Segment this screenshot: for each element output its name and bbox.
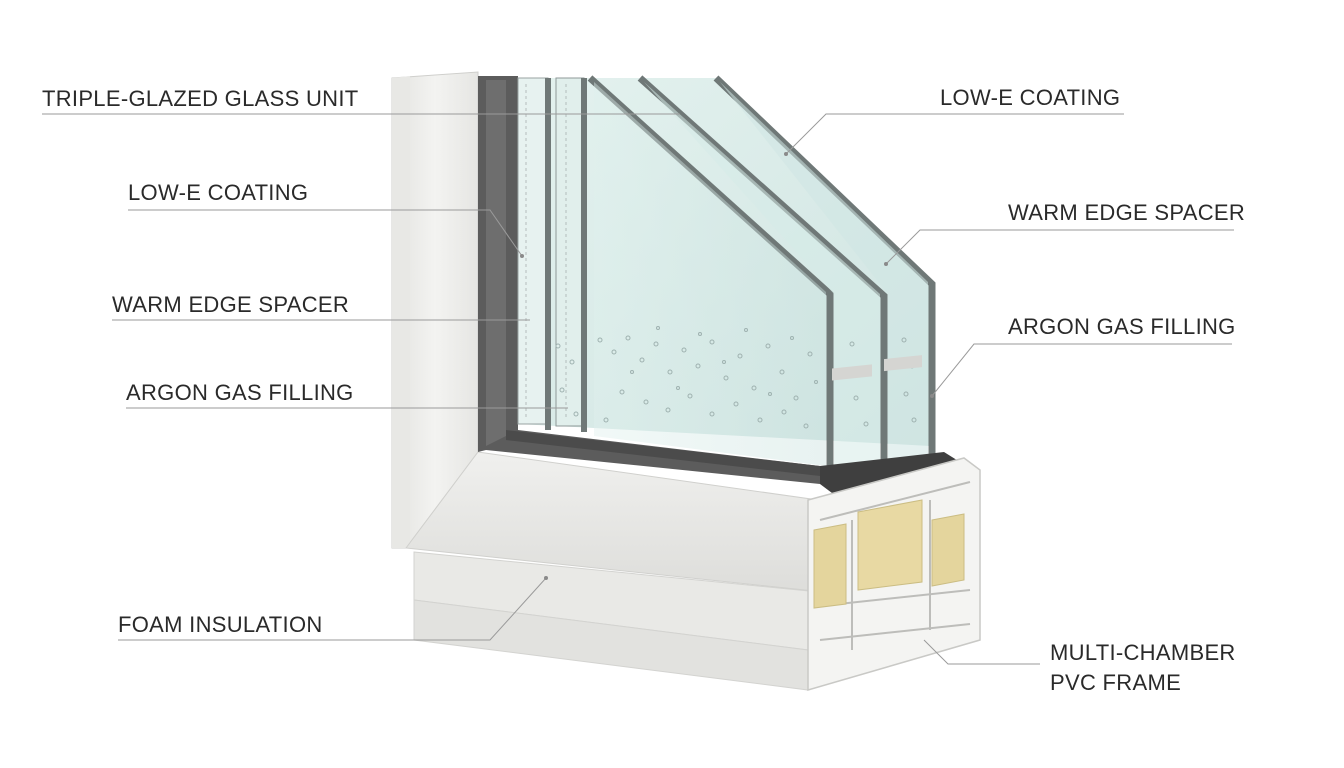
label-warm-edge-spacer-right: WARM EDGE SPACER (1008, 200, 1246, 225)
label-multi-chamber-line: MULTI-CHAMBER (1050, 640, 1236, 665)
pvc-profile-section (807, 457, 981, 691)
label-triple-glazed-glass-unit: TRIPLE-GLAZED GLASS UNIT (42, 86, 359, 111)
leader-argon-right (931, 343, 1232, 397)
leader-pvc-frame (923, 639, 1040, 665)
label-argon-gas-filling-right: ARGON GAS FILLING (1008, 314, 1236, 339)
foam-block-left (813, 523, 847, 609)
leader-foam (118, 577, 547, 641)
leader-lines (42, 113, 1234, 665)
label-argon-gas-filling-left: ARGON GAS FILLING (126, 380, 354, 405)
leader-dots (520, 152, 934, 580)
leader-warm-edge-right (885, 229, 1234, 265)
foam-block-right (931, 513, 965, 587)
label-warm-edge-spacer-left: WARM EDGE SPACER (112, 292, 350, 317)
label-low-e-coating-left: LOW-E COATING (128, 180, 309, 205)
label-foam-insulation: FOAM INSULATION (118, 612, 323, 637)
sash-frame (478, 76, 820, 484)
label-pvc-frame-line: PVC FRAME (1050, 670, 1182, 695)
spacer-gaskets (820, 355, 960, 496)
leader-low-e-left (128, 209, 523, 257)
label-multi-chamber-pvc-frame: MULTI-CHAMBER PVC FRAME (1050, 638, 1236, 698)
foam-block-center (857, 499, 923, 591)
glass-unit (517, 75, 936, 474)
leader-low-e-right (785, 113, 1124, 155)
label-low-e-coating-right: LOW-E COATING (940, 85, 1121, 110)
